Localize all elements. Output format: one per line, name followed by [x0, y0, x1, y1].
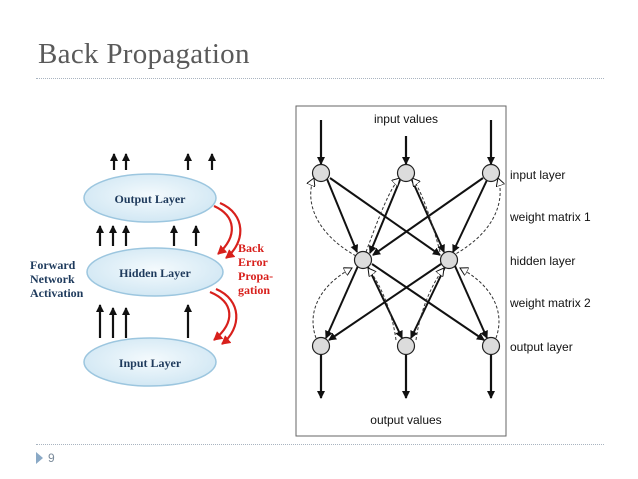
output-node	[396, 336, 416, 356]
input-layer-side-label: input layer	[510, 168, 565, 182]
svg-text:Activation: Activation	[30, 286, 84, 300]
slide-title: Back Propagation	[38, 38, 250, 70]
input-arrows	[317, 120, 495, 165]
backprop-arcs-2	[312, 268, 500, 341]
hidden-node	[439, 250, 459, 270]
left-diagram: Output Layer Hidden Layer Input Layer	[30, 153, 273, 387]
output-arrows	[317, 354, 495, 399]
footer-bullet-icon	[36, 452, 43, 464]
svg-text:Forward: Forward	[30, 258, 76, 272]
right-diagram: input values output values	[295, 105, 591, 437]
hidden-layer-side-label: hidden layer	[510, 254, 575, 268]
weight-matrix-1-edges	[326, 177, 488, 256]
input-layer-ellipse	[83, 337, 217, 387]
svg-text:Error: Error	[238, 255, 268, 269]
right-diagram-frame	[295, 105, 507, 437]
output-layer-ellipse	[83, 173, 217, 223]
forward-activation-label: Forward Network Activation	[30, 258, 84, 300]
hidden-layer-label: Hidden Layer	[119, 266, 191, 280]
back-error-label: Back Error Propa- gation	[238, 241, 273, 297]
input-node	[481, 163, 501, 183]
output-node	[311, 336, 331, 356]
network-nodes	[311, 163, 501, 356]
forward-arrows-top	[110, 153, 216, 170]
input-node	[311, 163, 331, 183]
input-node	[396, 163, 416, 183]
title-divider	[36, 78, 604, 79]
input-values-label: input values	[374, 112, 438, 126]
backprop-arcs-1	[311, 178, 500, 257]
svg-text:Back: Back	[238, 241, 264, 255]
input-layer-label: Input Layer	[119, 356, 182, 370]
hidden-layer-ellipse	[86, 247, 224, 297]
forward-arrows-bottom	[96, 304, 192, 338]
hidden-node	[353, 250, 373, 270]
output-values-label: output values	[370, 413, 441, 427]
back-error-arrows	[209, 201, 242, 345]
svg-text:Propa-: Propa-	[238, 269, 273, 283]
weight-matrix-2-edges	[325, 263, 488, 341]
weight-matrix-2-side-label: weight matrix 2	[509, 296, 591, 310]
svg-text:Network: Network	[30, 272, 75, 286]
svg-text:gation: gation	[238, 283, 270, 297]
output-layer-label: Output Layer	[114, 192, 186, 206]
output-layer-side-label: output layer	[510, 340, 573, 354]
footer-divider	[36, 444, 604, 445]
forward-arrows-middle	[96, 225, 200, 246]
weight-matrix-1-side-label: weight matrix 1	[509, 210, 591, 224]
slide-number: 9	[48, 451, 55, 465]
output-node	[481, 336, 501, 356]
